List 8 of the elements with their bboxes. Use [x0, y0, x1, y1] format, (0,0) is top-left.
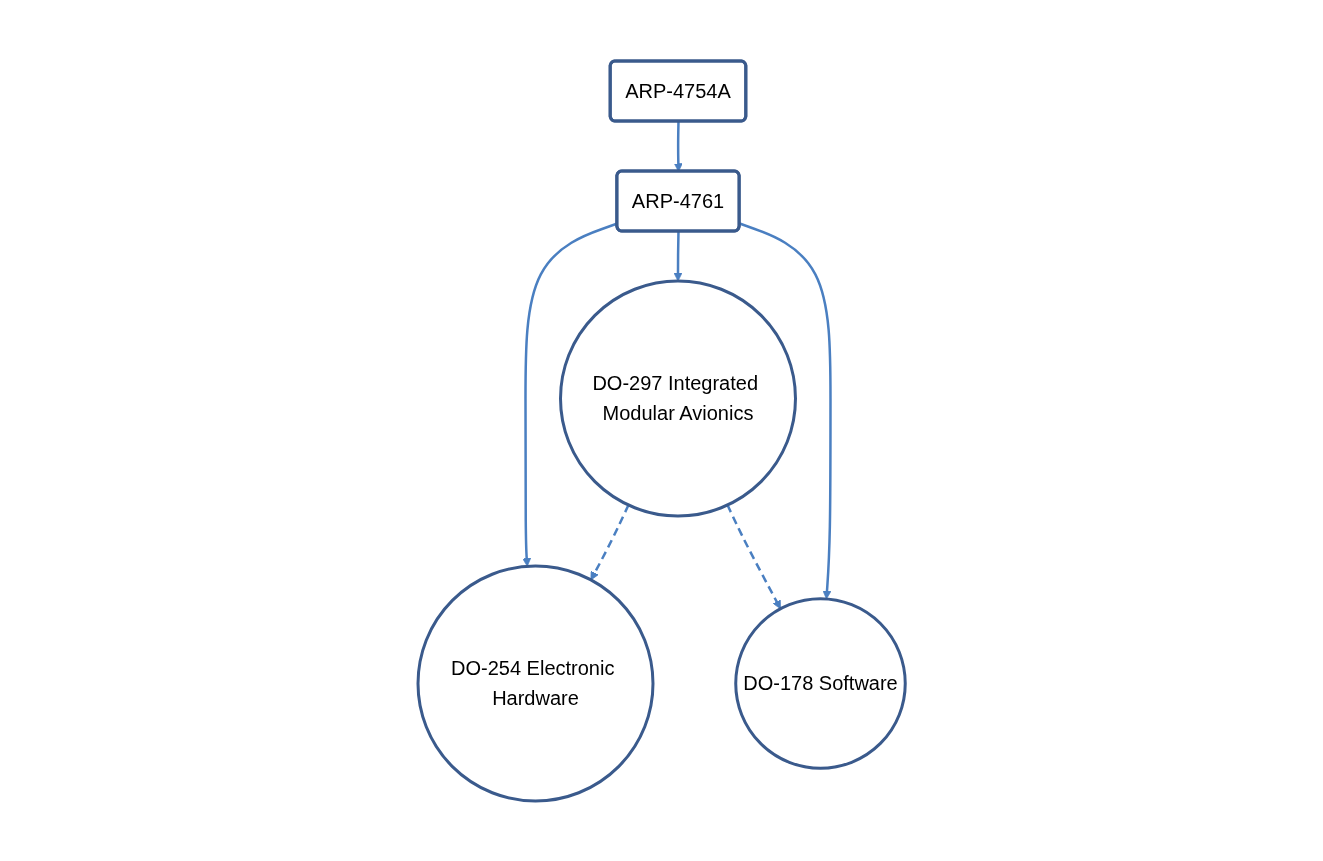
- node-circle: DO-254 Electronic Hardware: [416, 564, 655, 802]
- node-circle: DO-297 Integrated Modular Avionics: [558, 279, 797, 517]
- arrow: [673, 230, 683, 281]
- arrow: [739, 221, 832, 599]
- arrow: [522, 221, 618, 567]
- arrow: [726, 504, 781, 609]
- node-circle: DO-178 Software: [734, 596, 907, 770]
- arrow: [590, 504, 630, 580]
